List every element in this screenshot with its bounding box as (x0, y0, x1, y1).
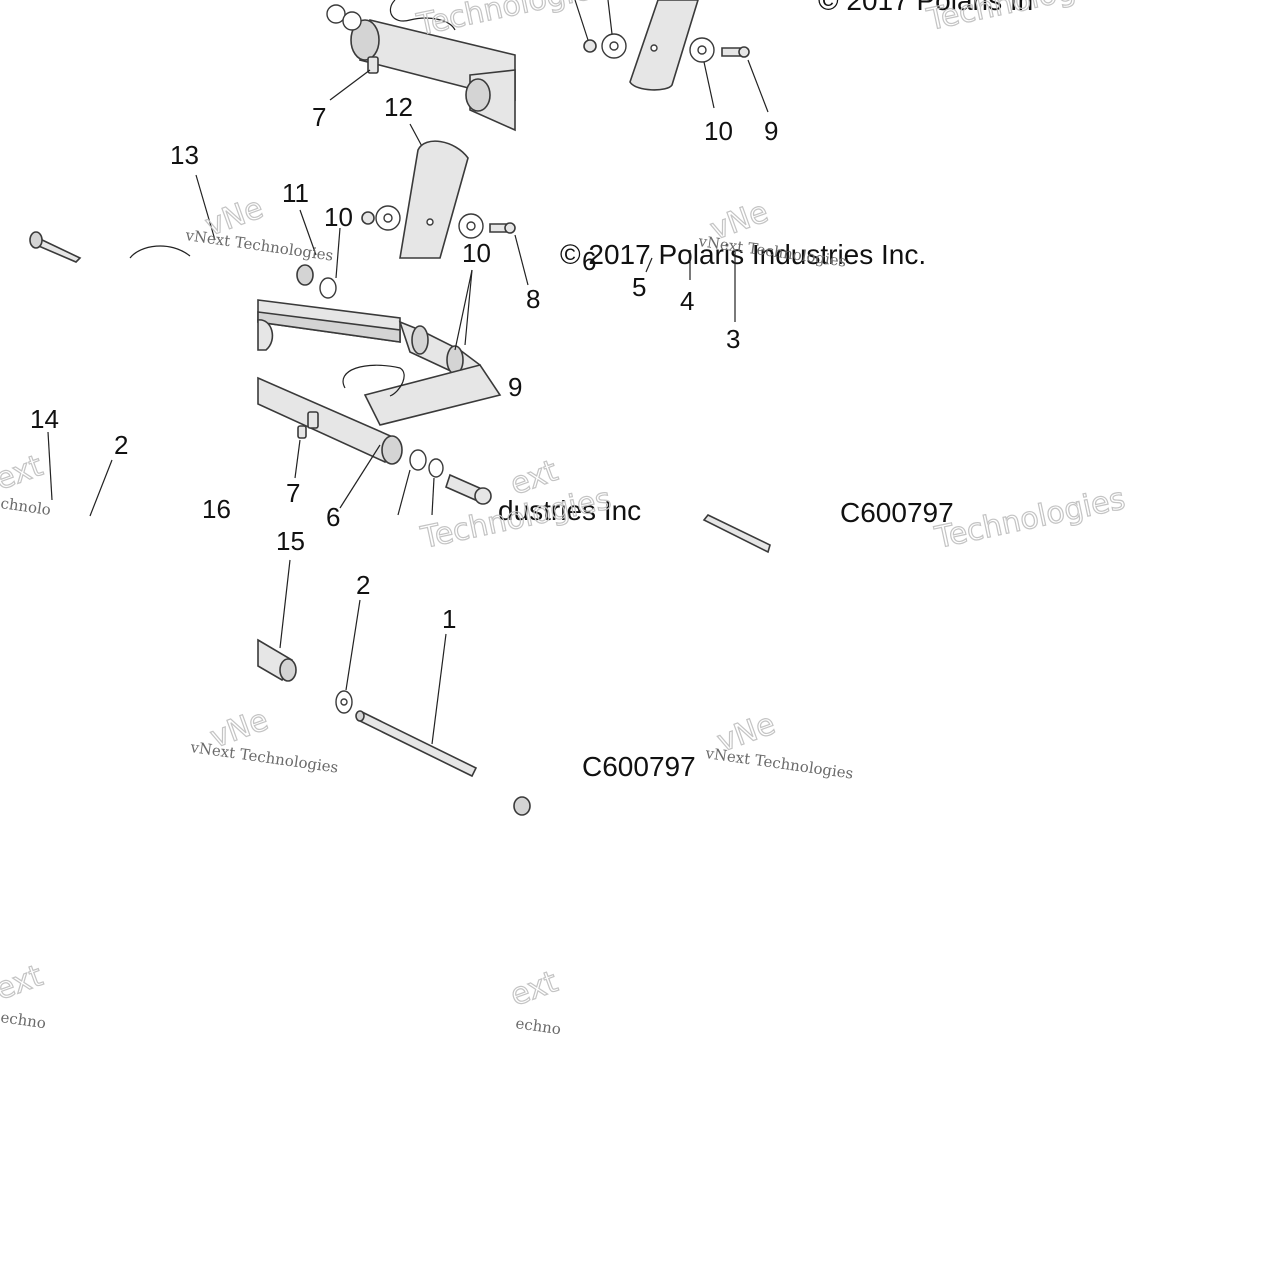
tile-right-rod: C600797 (702, 497, 954, 554)
watermark-ext-left: ext (0, 448, 48, 497)
spacer-11 (296, 264, 314, 286)
callout-5: 5 (632, 272, 646, 302)
copyright-mid: © 2017 Polaris Industries Inc. (560, 239, 926, 270)
tile-center-arm: 10 9 7 6 dustries Inc (257, 238, 641, 532)
shock-loop (342, 364, 405, 397)
bushing-ring-1 (411, 325, 429, 355)
callout-2-lower: 2 (356, 570, 370, 600)
watermark-chno-bottom-center: echno (514, 1014, 562, 1038)
callout-10-center: 10 (462, 238, 491, 268)
nut-1 (513, 796, 531, 816)
grease-fitting-center (307, 411, 319, 429)
callout-6-center: 6 (326, 502, 340, 532)
watermark-vne-4: vNe (713, 707, 780, 760)
watermark-ext-bottom-left: ext (0, 958, 48, 1007)
tile-mid-right: © 2017 Polaris Industries Inc. 6 5 4 3 (560, 239, 926, 354)
industries-fragment: dustries Inc (498, 495, 641, 526)
a-arm-lower-tube-center (257, 376, 397, 464)
washer-center-1 (409, 449, 427, 471)
watermark-chno-bottom-left: echno (0, 1008, 47, 1032)
callout-13: 13 (170, 140, 199, 170)
watermark-chno-left: chnolo (0, 494, 52, 519)
loop-left (129, 245, 191, 259)
callout-12: 12 (384, 92, 413, 122)
tile-lower-parts: 15 2 1 C600797 (257, 526, 696, 816)
callout-10-mid: 10 (324, 202, 353, 232)
watermark-techno-4: Technologies (931, 482, 1128, 557)
rod-fragment-right (702, 514, 771, 554)
a-arm-bushing-end (465, 78, 491, 112)
a-arm-tube-end (350, 19, 380, 61)
callout-10-top: 10 (704, 116, 733, 146)
code-mid-right: C600797 (840, 497, 954, 528)
callout-2-left: 2 (114, 430, 128, 460)
callout-15: 15 (276, 526, 305, 556)
tile-top-link: 10 9 © 2017 Polaris In (574, 0, 1033, 146)
washer-center-2 (428, 458, 444, 478)
link-bracket-mid (399, 140, 469, 259)
a-arm-loop (389, 0, 456, 31)
callout-4: 4 (680, 286, 694, 316)
callout-3: 3 (726, 324, 740, 354)
watermark-techno-2: Technologies (923, 0, 1120, 38)
tile-left-callouts: 14 2 16 (30, 404, 231, 524)
washer-right-inner (697, 45, 707, 55)
tile-top-arm: 7 12 (312, 0, 516, 166)
watermark-techno-1: Technologies (413, 0, 610, 43)
callout-14: 14 (30, 404, 59, 434)
tile-left-bolt: 13 (29, 140, 216, 263)
code-bottom: C600797 (582, 751, 696, 782)
washer-top-2 (342, 11, 362, 31)
bracket-end (257, 319, 274, 351)
nut-top (583, 39, 597, 53)
callout-9-center: 9 (508, 372, 522, 402)
link-bracket-top (629, 0, 699, 91)
callout-8: 8 (526, 284, 540, 314)
callout-6-mid: 6 (582, 246, 596, 276)
callout-7-center: 7 (286, 478, 300, 508)
callout-11: 11 (282, 178, 309, 208)
washer-top-1 (326, 4, 346, 24)
callout-7: 7 (312, 102, 326, 132)
link-bolt-hole (650, 44, 658, 52)
a-arm-front-shade (257, 311, 401, 343)
watermark-vnext-3: vNext Technologies (188, 738, 339, 777)
grease-fitting-top (367, 56, 379, 74)
copyright-top: © 2017 Polaris In (818, 0, 1033, 16)
washer-inner-top (609, 41, 619, 51)
callout-9-top: 9 (764, 116, 778, 146)
nut-mid (361, 211, 375, 225)
watermark-ext-bottom-center: ext (506, 964, 563, 1013)
tube-end-center (381, 435, 403, 465)
a-arm-rear-bar (363, 364, 502, 426)
callout-1: 1 (442, 604, 456, 634)
washer-10 (319, 277, 337, 299)
tile-mid-link: 11 10 8 (282, 140, 540, 314)
callout-16: 16 (202, 494, 231, 524)
rod-1 (356, 710, 478, 778)
watermark-vnext-1: vNext Technologies (183, 226, 334, 265)
tube-15-end (279, 658, 297, 682)
